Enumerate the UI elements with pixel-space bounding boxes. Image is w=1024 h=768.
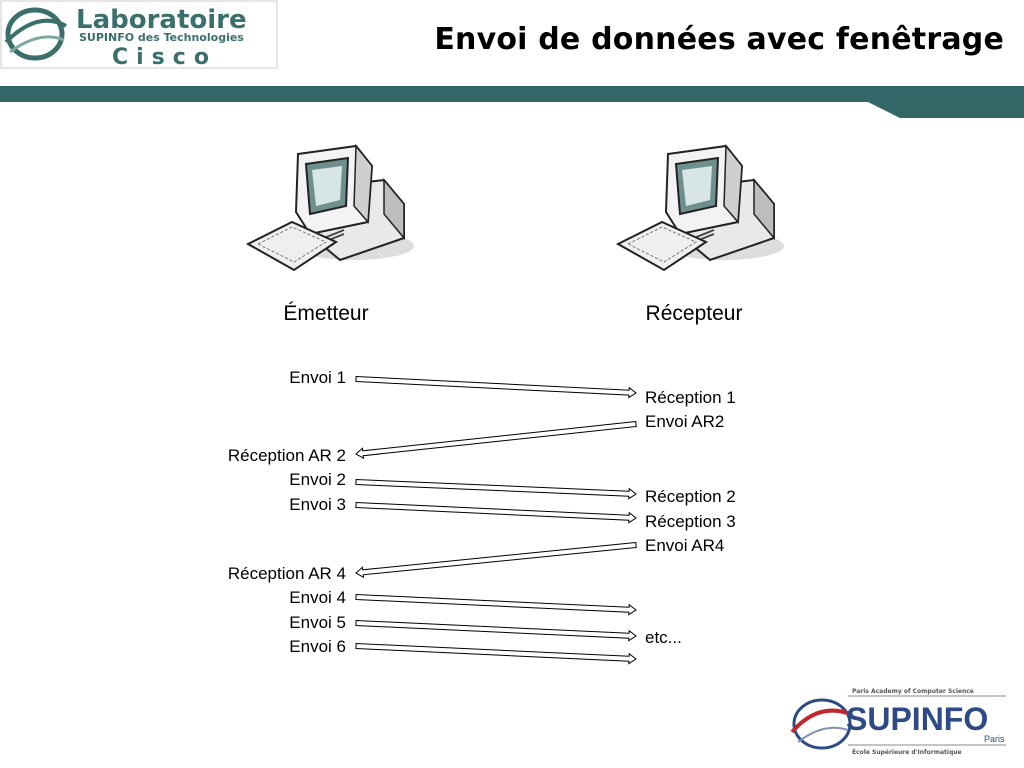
receiver-message-5: Envoi AR4: [645, 536, 725, 555]
receiver-message-6: etc...: [645, 628, 682, 647]
receiver-message-1: Réception 1: [645, 388, 736, 407]
receiver-label: Récepteur: [645, 302, 743, 325]
header-band: [0, 86, 1024, 118]
sender-message-6: Envoi 4: [289, 588, 346, 607]
slide-title: Envoi de données avec fenêtrage: [434, 22, 1004, 57]
sender-message-5: Réception AR 4: [227, 564, 346, 583]
footer-logo-city: Paris: [984, 734, 1005, 744]
logo-line3: Cisco: [112, 45, 217, 70]
message-arrow-1: [355, 375, 637, 399]
message-arrow-8: [355, 642, 637, 665]
message-arrow-6: [355, 593, 637, 616]
sender-computer-icon: [245, 143, 414, 272]
sender-message-4: Envoi 3: [289, 495, 346, 514]
message-arrow-5: [355, 541, 637, 579]
message-arrow-7: [355, 619, 637, 642]
message-arrow-3: [355, 478, 637, 500]
sender-message-2: Réception AR 2: [227, 446, 346, 465]
supinfo-logo: Paris Academy of Computer Science SUPINF…: [790, 688, 1006, 756]
footer-tagline-bottom: École Supérieure d'Informatique: [852, 748, 962, 756]
message-arrow-4: [355, 501, 637, 524]
logo-line2: SUPINFO des Technologies: [79, 31, 244, 44]
logo-line1: Laboratoire: [76, 5, 247, 35]
laboratoire-cisco-logo: Laboratoire SUPINFO des Technologies Cis…: [0, 0, 278, 70]
receiver-message-4: Réception 3: [645, 512, 736, 531]
sender-message-1: Envoi 1: [289, 368, 346, 387]
footer-tagline-top: Paris Academy of Computer Science: [852, 688, 974, 695]
sender-message-7: Envoi 5: [289, 613, 346, 632]
receiver-computer-icon: [615, 143, 784, 272]
receiver-message-2: Envoi AR2: [645, 412, 725, 431]
receiver-message-3: Réception 2: [645, 487, 736, 506]
sender-label: Émetteur: [283, 302, 369, 325]
message-arrow-2: [355, 420, 637, 460]
sender-message-8: Envoi 6: [289, 637, 346, 656]
footer-logo-name: SUPINFO: [846, 701, 988, 737]
sender-message-3: Envoi 2: [289, 470, 346, 489]
